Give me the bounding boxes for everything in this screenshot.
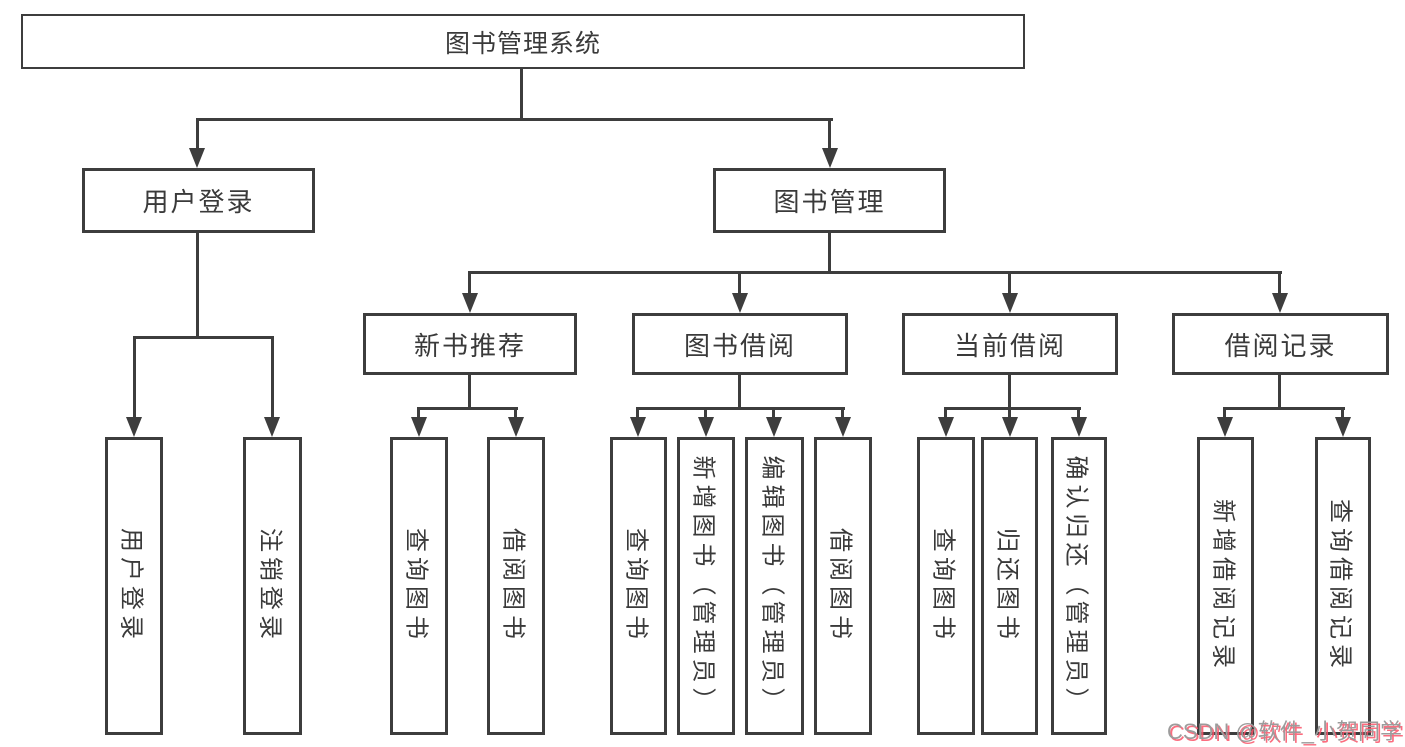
connector-line [1278,271,1281,293]
arrow-down-icon [508,417,524,437]
node-label: 新增借阅记录 [1209,499,1236,673]
node-label: 查询借阅记录 [1326,499,1354,673]
connector-line [196,118,833,121]
connector-line [1278,375,1281,407]
connector-line [271,336,274,417]
connector-line [1223,407,1226,417]
arrow-down-icon [1002,293,1018,313]
arrow-down-icon [1217,417,1233,437]
connector-line [1008,271,1011,293]
connector-line [828,233,831,271]
connector-line [738,271,741,293]
arrow-down-icon [1002,417,1018,437]
connector-line [417,407,518,410]
arrow-down-icon [1071,417,1087,437]
connector-line [944,407,1081,410]
connector-line [1077,407,1080,417]
connector-line [196,233,199,336]
node-borrowing-records: 借阅记录 [1172,313,1389,375]
connector-line [841,407,844,417]
connector-line [417,407,420,417]
node-label: 图书借阅 [683,330,796,361]
arrow-down-icon [462,293,478,313]
leaf-edit-books-admin: 编辑图书（管理员） [745,437,804,735]
leaf-user-login: 用户登录 [105,437,163,735]
leaf-add-books-admin: 新增图书（管理员） [677,437,735,735]
connector-line [196,118,199,148]
node-user-login: 用户登录 [82,168,315,233]
leaf-query-books-current: 查询图书 [917,437,975,735]
node-label: 查询图书 [622,528,649,644]
node-new-book-recommend: 新书推荐 [363,313,577,375]
node-book-management: 图书管理 [713,168,946,233]
arrow-down-icon [822,148,838,168]
connector-line [636,407,639,417]
leaf-query-borrow-record: 查询借阅记录 [1315,437,1371,735]
arrow-down-icon [264,417,280,437]
arrow-down-icon [698,417,714,437]
leaf-query-books: 查询图书 [610,437,667,735]
leaf-return-books: 归还图书 [981,437,1038,735]
node-label: 查询图书 [402,528,430,644]
connector-line [636,407,845,410]
node-label: 用户登录 [117,528,145,644]
connector-line [468,271,471,293]
connector-line [133,336,136,417]
node-label: 借阅图书 [826,528,854,644]
connector-line [944,407,947,417]
node-label: 用户登录 [142,187,255,217]
node-label: 注销登录 [256,528,283,644]
csdn-watermark: CSDN @软件_小贺同学 [1166,719,1402,744]
connector-line [828,118,831,148]
connector-line [1008,407,1011,417]
connector-line [514,407,517,417]
connector-line [520,68,523,118]
node-book-borrowing: 图书借阅 [632,313,848,375]
node-label: 查询图书 [929,528,957,644]
arrow-down-icon [835,417,851,437]
leaf-query-books-recommend: 查询图书 [390,437,448,735]
connector-line [468,375,471,407]
leaf-confirm-return-admin: 确认归还（管理员） [1051,437,1107,735]
node-label: 归还图书 [993,528,1020,644]
node-label: 新增图书（管理员） [689,455,717,717]
arrow-down-icon [1272,293,1288,313]
arrow-down-icon [938,417,954,437]
connector-line [1008,375,1011,407]
node-label: 确认归还（管理员） [1062,455,1090,717]
node-label: 编辑图书（管理员） [758,455,785,717]
node-label: 图书管理系统 [444,29,601,58]
node-label: 图书管理 [773,187,886,217]
arrow-down-icon [732,293,748,313]
leaf-borrow-books: 借阅图书 [814,437,872,735]
arrow-down-icon [630,417,646,437]
node-label: 借阅图书 [499,528,527,644]
arrow-down-icon [126,417,142,437]
connector-line [1223,407,1345,410]
node-current-borrowing: 当前借阅 [902,313,1118,375]
connector-line [772,407,775,417]
node-label: 当前借阅 [953,330,1066,361]
connector-line [1341,407,1344,417]
arrow-down-icon [1335,417,1351,437]
arrow-down-icon [189,148,205,168]
node-label: 借阅记录 [1224,330,1337,361]
connector-line [738,375,741,407]
leaf-add-borrow-record: 新增借阅记录 [1197,437,1254,735]
connector-line [704,407,707,417]
node-label: 新书推荐 [413,330,526,361]
connector-line [133,336,274,339]
leaf-borrow-books-recommend: 借阅图书 [487,437,545,735]
node-library-management-system: 图书管理系统 [21,14,1025,69]
leaf-logout: 注销登录 [243,437,302,735]
arrow-down-icon [766,417,782,437]
arrow-down-icon [411,417,427,437]
connector-line [468,271,1282,274]
